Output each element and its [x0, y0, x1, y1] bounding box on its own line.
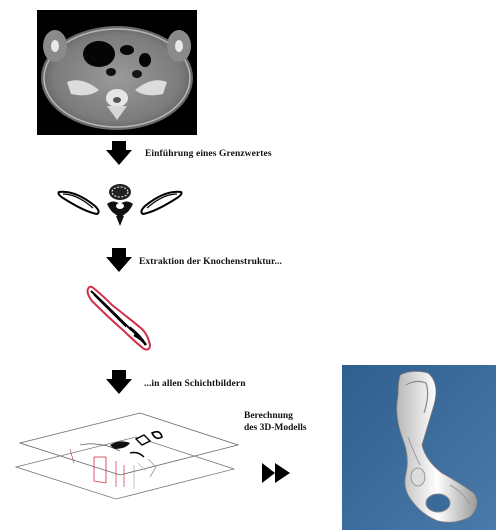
slice-planes-image [10, 405, 240, 530]
down-arrow-icon [106, 141, 132, 165]
thresholded-bones-image [55, 182, 185, 230]
down-arrow-icon [106, 370, 132, 394]
extracted-bone-image [82, 283, 154, 355]
step-label-all-slices: ...in allen Schichtbildern [144, 379, 246, 389]
model-step-label-line2: des 3D-Modells [244, 422, 307, 434]
model-step-label: Berechnung des 3D-Modells [244, 410, 307, 434]
step-label-extraction: Extraktion der Knochenstruktur... [139, 257, 282, 267]
down-arrow-icon [106, 248, 132, 272]
model-step-label-line1: Berechnung [244, 410, 307, 422]
double-right-arrow-icon [262, 463, 292, 483]
3d-model-render [342, 365, 496, 530]
step-label-threshold: Einführung eines Grenzwertes [145, 149, 272, 159]
ct-scan-image [37, 10, 197, 135]
